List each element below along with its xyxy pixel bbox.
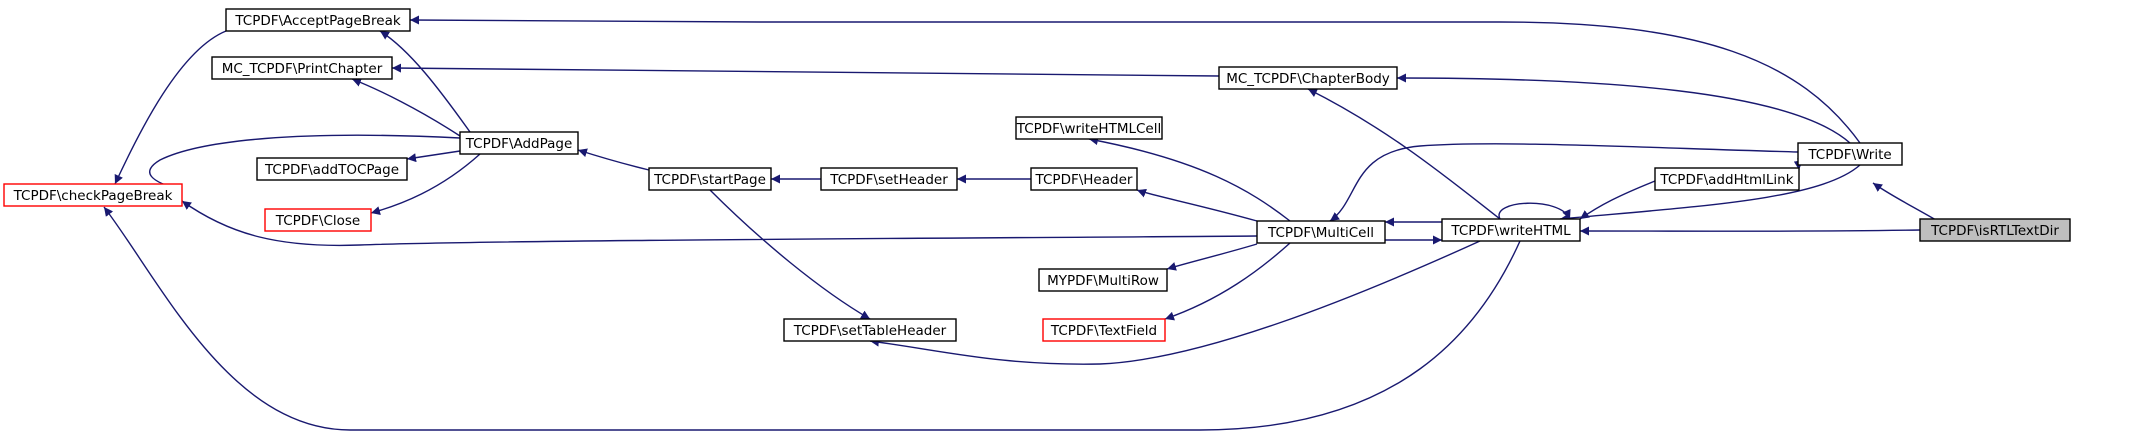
node-box <box>459 131 579 155</box>
node-AcceptPageBreak[interactable]: TCPDF\AcceptPageBreak <box>225 8 411 32</box>
node-setHeader[interactable]: TCPDF\setHeader <box>820 167 958 191</box>
node-label: TCPDF\Write <box>1807 147 1891 163</box>
edge-startPage-to-AddPage <box>577 148 650 171</box>
node-box <box>211 56 393 80</box>
edge-writeHTML-to-writeHTML <box>1498 202 1571 220</box>
node-box <box>648 167 772 191</box>
node-MultiRow[interactable]: MYPDF\MultiRow <box>1038 268 1168 292</box>
node-isRTLTextDir[interactable]: TCPDF\isRTLTextDir <box>1919 218 2071 242</box>
node-addHtmlLink[interactable]: TCPDF\addHtmlLink <box>1654 167 1800 191</box>
node-label: TCPDF\writeHTMLCell <box>1016 121 1161 137</box>
node-label: MC_TCPDF\PrintChapter <box>222 61 383 77</box>
node-box <box>1042 318 1166 342</box>
edge-isRTLTextDir-to-writeHTML <box>1579 226 1921 236</box>
node-Header[interactable]: TCPDF\Header <box>1030 167 1138 191</box>
nodes-layer: TCPDF\isRTLTextDirTCPDF\WriteTCPDF\write… <box>3 8 2071 342</box>
edge-MultiCell-to-TextField <box>1164 242 1291 321</box>
node-label: MYPDF\MultiRow <box>1047 273 1159 289</box>
node-box <box>1015 116 1163 140</box>
node-box <box>1797 142 1903 166</box>
edge-Write-to-MultiCell <box>1329 143 1799 222</box>
node-AddPage[interactable]: TCPDF\AddPage <box>459 131 579 155</box>
edge-MultiCell-to-MultiRow <box>1166 243 1258 271</box>
node-label: TCPDF\checkPageBreak <box>13 188 173 204</box>
edge-MultiCell-to-Header <box>1136 189 1258 222</box>
edge-AddPage-to-checkPageBreak <box>149 134 461 193</box>
node-box <box>3 183 183 207</box>
edge-writeHTML-to-checkPageBreak <box>103 206 1521 431</box>
node-Close[interactable]: TCPDF\Close <box>264 208 372 232</box>
node-label: TCPDF\Close <box>275 213 361 229</box>
edge-writeHTML-to-ChapterBody <box>1307 88 1501 220</box>
node-box <box>820 167 958 191</box>
edge-AddPage-to-Close <box>370 153 481 215</box>
edge-MultiCell-to-checkPageBreak <box>181 200 1258 247</box>
edge-Write-to-AcceptPageBreak <box>409 15 1861 144</box>
node-label: TCPDF\AcceptPageBreak <box>234 13 401 29</box>
node-writeHTMLCell[interactable]: TCPDF\writeHTMLCell <box>1015 116 1163 140</box>
node-label: TCPDF\addHtmlLink <box>1659 172 1793 188</box>
node-label: TCPDF\addTOCPage <box>264 162 399 178</box>
edge-MultiCell-to-writeHTMLCell <box>1088 136 1291 222</box>
node-label: TCPDF\writeHTML <box>1450 223 1571 239</box>
node-box <box>1919 218 2071 242</box>
node-box <box>264 208 372 232</box>
edge-Write-to-writeHTML <box>1559 164 1861 223</box>
node-writeHTML[interactable]: TCPDF\writeHTML <box>1441 218 1581 242</box>
node-setTableHeader[interactable]: TCPDF\setTableHeader <box>783 318 957 342</box>
node-box <box>783 318 957 342</box>
edge-Write-to-ChapterBody <box>1396 73 1851 144</box>
node-Write[interactable]: TCPDF\Write <box>1797 142 1903 166</box>
edge-AddPage-to-addTOCPage <box>406 150 461 163</box>
node-checkPageBreak[interactable]: TCPDF\checkPageBreak <box>3 183 183 207</box>
edge-writeHTML-to-setTableHeader <box>869 240 1481 365</box>
edge-startPage-to-setTableHeader <box>709 189 871 320</box>
node-PrintChapter[interactable]: MC_TCPDF\PrintChapter <box>211 56 393 80</box>
edge-AddPage-to-PrintChapter <box>351 78 461 137</box>
node-box <box>1256 220 1386 244</box>
node-box <box>1038 268 1168 292</box>
node-label: TCPDF\setTableHeader <box>793 323 947 339</box>
node-label: MC_TCPDF\ChapterBody <box>1226 71 1390 87</box>
node-label: TCPDF\isRTLTextDir <box>1930 223 2059 239</box>
node-TextField[interactable]: TCPDF\TextField <box>1042 318 1166 342</box>
node-ChapterBody[interactable]: MC_TCPDF\ChapterBody <box>1218 66 1398 90</box>
node-addTOCPage[interactable]: TCPDF\addTOCPage <box>256 157 408 181</box>
node-box <box>256 157 408 181</box>
edges-layer <box>103 15 1938 431</box>
edge-AddPage-to-AcceptPageBreak <box>379 30 471 133</box>
node-label: TCPDF\TextField <box>1050 323 1157 339</box>
node-label: TCPDF\setHeader <box>829 172 948 188</box>
node-box <box>1654 167 1800 191</box>
node-label: TCPDF\AddPage <box>465 136 573 152</box>
edge-AcceptPageBreak-to-checkPageBreak <box>114 30 227 185</box>
node-label: TCPDF\Header <box>1035 172 1133 188</box>
node-box <box>1441 218 1581 242</box>
node-MultiCell[interactable]: TCPDF\MultiCell <box>1256 220 1386 244</box>
node-label: TCPDF\startPage <box>653 172 766 188</box>
node-label: TCPDF\MultiCell <box>1267 225 1374 241</box>
edge-addHtmlLink-to-writeHTML <box>1579 180 1656 220</box>
node-box <box>1218 66 1398 90</box>
node-box <box>225 8 411 32</box>
node-startPage[interactable]: TCPDF\startPage <box>648 167 772 191</box>
node-box <box>1030 167 1138 191</box>
edge-ChapterBody-to-PrintChapter <box>391 63 1220 77</box>
